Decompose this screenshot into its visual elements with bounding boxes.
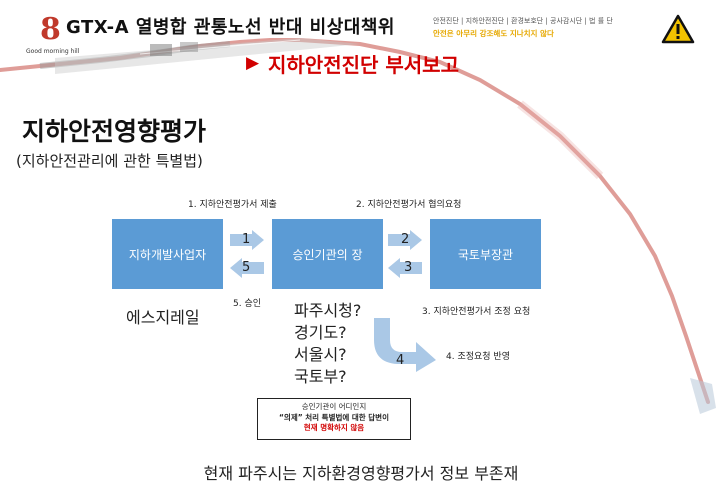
arrow-right-1-icon xyxy=(230,230,264,250)
footer-text: 현재 파주시는 지하환경영향평가서 정보 부존재 xyxy=(203,464,519,483)
note-line-1: 승인기관이 어디인지 xyxy=(301,402,367,411)
arrow-right-2-icon xyxy=(388,230,422,250)
header-slogan: 안전은 아무리 강조해도 지나치지 않다 xyxy=(433,29,554,38)
arrow-number-2: 2 xyxy=(401,232,410,247)
logo-number: 8 xyxy=(40,12,61,47)
arrow-number-5: 5 xyxy=(242,260,251,275)
question-item: 서울시? xyxy=(294,345,347,364)
step-5-label: 5. 승인 xyxy=(233,299,262,309)
arrow-number-4: 4 xyxy=(396,353,405,368)
logo: 8 Good morning hill xyxy=(14,10,84,55)
ministry-box: 국토부장관 xyxy=(430,219,541,289)
step-3-label: 3. 지하안전평가서 조정 요청 xyxy=(422,307,531,317)
approval-authority-box: 승인기관의 장 xyxy=(272,219,383,289)
arrow-number-3: 3 xyxy=(404,260,413,275)
question-item: 국토부? xyxy=(294,367,347,386)
arrow-number-1: 1 xyxy=(242,232,251,247)
step-4-label: 4. 조정요청 반영 xyxy=(446,352,510,362)
subtitle-arrow-icon: ▶ xyxy=(246,53,260,73)
question-item: 경기도? xyxy=(294,323,347,342)
developer-box: 지하개발사업자 xyxy=(112,219,223,289)
developer-name: 에스지레일 xyxy=(126,308,200,327)
note-box: 승인기관이 어디인지 “의제” 처리 특별법에 대한 답변이 현재 명확하지 않… xyxy=(257,398,411,440)
warning-icon xyxy=(661,14,695,44)
authority-question-list: 파주시청? 경기도? 서울시? 국토부? xyxy=(294,300,361,388)
header-tags: 안전진단 | 지하안전진단 | 환경보호단 | 공사감시단 | 법 률 단 xyxy=(433,17,613,25)
section-subtitle: 지하안전진단 부서보고 xyxy=(268,53,459,77)
logo-text: Good morning hill xyxy=(26,48,80,55)
header-title: GTX-A 열병합 관통노선 반대 비상대책위 xyxy=(66,17,395,38)
step-2-label: 2. 지하안전평가서 협의요청 xyxy=(356,200,462,210)
note-line-2: “의제” 처리 특별법에 대한 답변이 xyxy=(278,412,389,422)
arrow-left-3-icon xyxy=(388,258,422,278)
question-item: 파주시청? xyxy=(294,301,362,320)
curved-arrow-4-icon xyxy=(374,318,436,372)
page-title: 지하안전영향평가 xyxy=(22,117,207,146)
step-1-label: 1. 지하안전평가서 제출 xyxy=(188,200,277,210)
note-line-3: 현재 명확하지 않음 xyxy=(303,423,365,432)
page-subtitle: (지하안전관리에 관한 특별법) xyxy=(16,152,203,170)
arrow-left-5-icon xyxy=(230,258,264,278)
